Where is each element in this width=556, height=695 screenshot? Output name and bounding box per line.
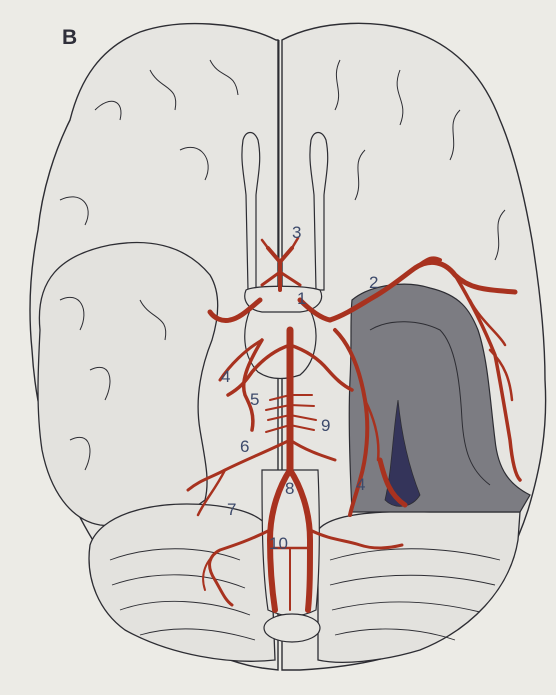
spinal-cord-section	[264, 614, 320, 642]
panel-label: B	[62, 26, 77, 49]
label-6: 6	[240, 437, 249, 456]
label-10: 10	[269, 534, 288, 553]
label-7: 7	[227, 500, 236, 519]
label-8: 8	[285, 479, 294, 498]
label-5: 5	[250, 390, 259, 409]
label-9: 9	[321, 416, 330, 435]
label-4-left: 4	[221, 367, 230, 386]
label-1: 1	[297, 289, 306, 308]
label-4-right: 4	[356, 475, 365, 494]
label-3: 3	[292, 223, 301, 242]
left-temporal-lobe	[38, 243, 218, 527]
label-2: 2	[369, 273, 378, 292]
